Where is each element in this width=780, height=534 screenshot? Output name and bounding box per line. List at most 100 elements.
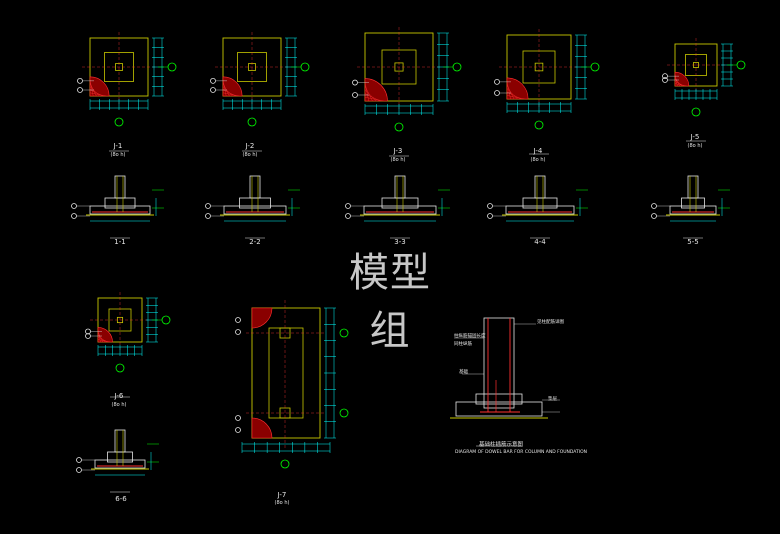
plan-j4-axis-bubble-y — [590, 62, 600, 72]
plan-j4-marker-2 — [494, 90, 500, 96]
section-6-column — [114, 429, 126, 453]
plan-j5-rebar-line — [674, 83, 687, 87]
section-1-base — [89, 205, 151, 215]
plan-j2-rebar-quarter — [222, 76, 243, 97]
detail-note-1: 柱纵筋锚固长度 — [454, 334, 486, 339]
section-6-base — [94, 459, 146, 469]
plan-j7-marker-2 — [235, 329, 241, 335]
watermark: 模型组 — [349, 250, 431, 354]
detail-note-5: 垫层 — [548, 397, 557, 402]
plan-j2-axis-bubble-y — [300, 62, 310, 72]
detail-subtitle: DIAGRAM OF DOWEL BAR FOR COLUMN AND FOUN… — [455, 450, 587, 455]
plan-j7-step — [268, 327, 304, 419]
plan-j3-rebar-quarter — [364, 78, 388, 102]
plan-j7-rebar-bottom — [251, 417, 273, 439]
section-3-column — [394, 175, 406, 199]
detail-dowel-column — [483, 317, 515, 409]
section-2-marker-2 — [205, 213, 211, 219]
section-1-column — [114, 175, 126, 199]
detail-note-4: 基础 — [459, 370, 468, 375]
plan-j7-marker-1 — [235, 317, 241, 323]
detail-note-2: 同柱纵筋 — [454, 342, 472, 347]
section-3-step — [381, 197, 419, 209]
plan-j6-marker-2 — [85, 333, 91, 339]
plan-label-j5: J-5 — [690, 133, 700, 141]
plan-j4-rebar-line — [506, 95, 525, 100]
detail-dowel-footing — [455, 401, 543, 417]
section-6-marker-1 — [76, 457, 82, 463]
detail-note-3: 见柱配筋详图 — [537, 320, 564, 325]
plan-j5-axis-bubble-y — [736, 60, 746, 70]
plan-j3-axis-bubble-y — [452, 62, 462, 72]
detail-title: 基础柱插筋示意图 — [479, 442, 524, 448]
plan-j2-rebar-line — [222, 92, 239, 97]
section-6-step — [107, 451, 133, 463]
plan-j6-axis-bubble-y — [161, 315, 171, 325]
plan-j2-axis-bubble-x — [247, 117, 257, 127]
section-3-marker-2 — [345, 213, 351, 219]
plan-j1-axis-bubble-y — [167, 62, 177, 72]
plan-j7-axis-bubble-1 — [339, 328, 349, 338]
plan-caption-j6: (8o h) — [111, 402, 127, 408]
plan-caption-j3: (8o h) — [390, 157, 406, 163]
plan-j1-axis-bubble-x — [114, 117, 124, 127]
section-3-base — [363, 205, 437, 215]
plan-j6-rebar-line — [97, 339, 111, 343]
plan-label-j7: J-7 — [277, 491, 287, 499]
plan-caption-j4: (8o h) — [530, 157, 546, 163]
plan-j1-marker-1 — [77, 77, 83, 84]
plan-label-j3: J-3 — [393, 147, 403, 155]
detail-dowel-pedestal — [475, 393, 523, 405]
section-3-marker-1 — [345, 203, 351, 209]
plan-j1-marker-2 — [77, 87, 83, 93]
section-5-step — [681, 197, 705, 209]
section-1-marker-2 — [71, 213, 77, 219]
plan-j2-marker-2 — [210, 87, 216, 93]
section-1-marker-1 — [71, 203, 77, 209]
plan-label-j2: J-2 — [245, 142, 255, 150]
section-4-step — [522, 197, 558, 209]
plan-j3-rebar-line — [364, 97, 384, 102]
plan-caption-j1: (8o h) — [110, 152, 126, 158]
plan-j5-marker-2 — [662, 77, 668, 83]
section-2-marker-1 — [205, 203, 211, 209]
plan-j7-axis-bubble-x — [280, 459, 290, 469]
section-label-3: 3-3 — [394, 238, 406, 246]
plan-label-j4: J-4 — [533, 147, 543, 155]
plan-j4-axis-bubble-x — [534, 120, 544, 130]
section-4-marker-1 — [487, 203, 493, 209]
section-2-step — [239, 197, 271, 209]
section-5-column — [687, 175, 699, 199]
plan-j7-marker-4 — [235, 427, 241, 433]
section-label-5: 5-5 — [687, 238, 699, 246]
plan-caption-j2: (8o h) — [242, 152, 258, 158]
section-2-column — [249, 175, 261, 199]
section-5-base — [669, 205, 717, 215]
plan-j3-marker-1 — [352, 79, 358, 86]
plan-j5-axis-bubble-x — [691, 107, 701, 117]
section-4-column — [534, 175, 546, 199]
section-label-4: 4-4 — [534, 238, 546, 246]
plan-j7-marker-3 — [235, 415, 241, 421]
section-1-step — [104, 197, 136, 209]
plan-j4-rebar-quarter — [506, 77, 529, 100]
plan-j7-rebar-top — [251, 307, 273, 329]
section-label-2: 2-2 — [249, 238, 261, 246]
plan-caption-j5: (8o h) — [687, 143, 703, 149]
plan-j3-marker-2 — [352, 92, 358, 98]
section-4-base — [505, 205, 575, 215]
plan-j5-marker-1 — [662, 73, 668, 80]
section-label-6: 6-6 — [115, 495, 127, 503]
plan-j4-marker-1 — [494, 78, 500, 85]
section-4-marker-2 — [487, 213, 493, 219]
plan-j6-axis-bubble-x — [115, 363, 125, 373]
section-label-1: 1-1 — [114, 238, 126, 246]
plan-label-j1: J-1 — [113, 142, 123, 150]
plan-j6-marker-1 — [85, 328, 91, 335]
plan-j2-marker-1 — [210, 77, 216, 84]
plan-j7-outer — [251, 307, 321, 439]
section-5-marker-2 — [651, 213, 657, 219]
plan-j1-rebar-quarter — [89, 76, 110, 97]
section-6-marker-2 — [76, 467, 82, 473]
